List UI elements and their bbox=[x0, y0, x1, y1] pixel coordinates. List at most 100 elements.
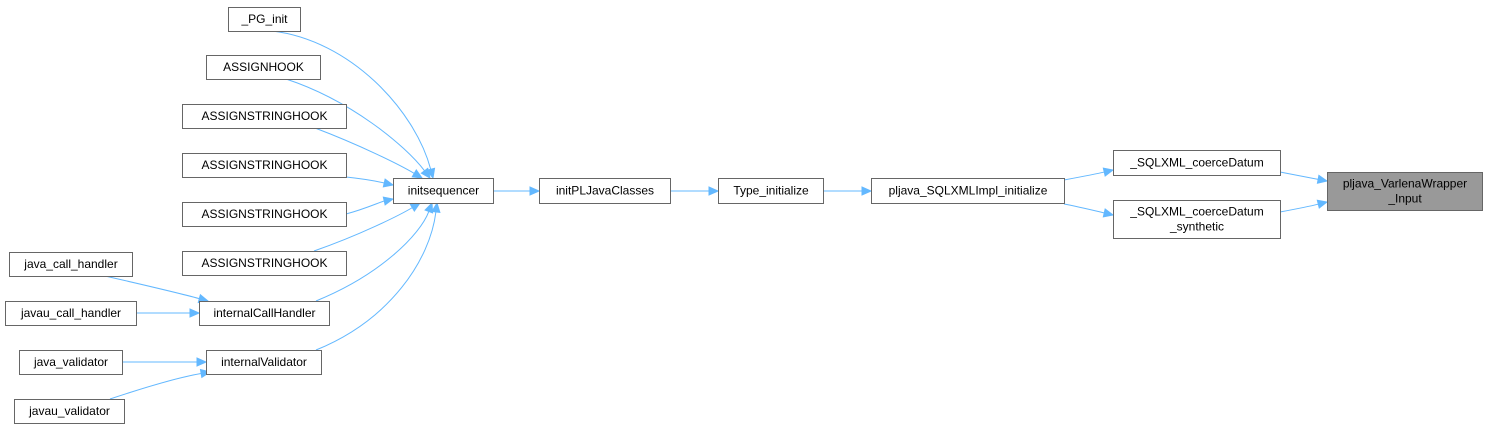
node-label: java_validator bbox=[33, 355, 108, 369]
node-box bbox=[182, 104, 347, 129]
arrowhead bbox=[420, 167, 431, 179]
node-assignstringhook-4[interactable]: ASSIGNSTRINGHOOK bbox=[182, 251, 347, 276]
arrowhead bbox=[409, 202, 422, 212]
node-label: javau_validator bbox=[28, 404, 110, 418]
node-label: _PG_init bbox=[240, 12, 288, 26]
edge-assignhook-to-initsequencer bbox=[285, 78, 431, 179]
edge-line bbox=[104, 275, 200, 300]
edge-line bbox=[313, 207, 413, 252]
node-assignhook[interactable]: ASSIGNHOOK bbox=[206, 55, 321, 80]
edge-java_validator-to-internal_validator bbox=[121, 357, 208, 367]
node-label: javau_call_handler bbox=[20, 306, 121, 320]
node-box bbox=[182, 251, 347, 276]
node-label: pljava_VarlenaWrapper bbox=[1343, 177, 1467, 191]
node-init-pljava-classes[interactable]: initPLJavaClasses bbox=[539, 178, 671, 204]
node-sqlxml-coerce-datum[interactable]: _SQLXML_coerceDatum bbox=[1113, 150, 1281, 176]
node-javau-validator[interactable]: javau_validator bbox=[14, 399, 125, 424]
node-box bbox=[182, 202, 347, 227]
node-assignstringhook-2[interactable]: ASSIGNSTRINGHOOK bbox=[182, 153, 347, 178]
edge-line bbox=[315, 211, 437, 351]
arrowhead bbox=[189, 308, 201, 318]
node-assignstringhook-3[interactable]: ASSIGNSTRINGHOOK bbox=[182, 202, 347, 227]
node-type-initialize[interactable]: Type_initialize bbox=[718, 178, 824, 204]
arrowhead bbox=[861, 186, 873, 196]
node-box bbox=[5, 301, 137, 326]
edge-line bbox=[345, 176, 385, 184]
node-label: ASSIGNSTRINGHOOK bbox=[201, 207, 327, 221]
edge-sqlxml_coerce_datum_synthetic-to-varlena_wrapper_input bbox=[1279, 199, 1329, 213]
node-label: Type_initialize bbox=[733, 184, 809, 198]
node-label: _Input bbox=[1387, 192, 1422, 206]
arrowhead bbox=[708, 186, 720, 196]
node-sqlxml-coerce-datum-synthetic[interactable]: _SQLXML_coerceDatum_synthetic bbox=[1113, 200, 1281, 239]
edge-line bbox=[345, 200, 385, 215]
node-initsequencer[interactable]: initsequencer bbox=[393, 178, 494, 204]
node-label: ASSIGNHOOK bbox=[223, 60, 304, 74]
edge-init_pljava_classes-to-type_initialize bbox=[670, 186, 720, 196]
edge-line bbox=[1279, 203, 1319, 213]
edge-assignstringhook_2-to-initsequencer bbox=[345, 176, 395, 188]
node-internal-validator[interactable]: internalValidator bbox=[206, 350, 322, 375]
node-label: initsequencer bbox=[408, 184, 479, 198]
node-label: _SQLXML_coerceDatum bbox=[1129, 156, 1263, 170]
node-label: internalValidator bbox=[221, 355, 307, 369]
node-label: initPLJavaClasses bbox=[556, 184, 654, 198]
arrowhead bbox=[431, 201, 441, 214]
node-assignstringhook-1[interactable]: ASSIGNSTRINGHOOK bbox=[182, 104, 347, 129]
node-box bbox=[539, 178, 671, 204]
edge-type_initialize-to-sqlxml_impl_initialize bbox=[823, 186, 873, 196]
node-box bbox=[206, 55, 321, 80]
edge-internal_validator-to-initsequencer bbox=[315, 201, 441, 351]
edge-internal_call_handler-to-initsequencer bbox=[315, 201, 434, 302]
node-pg-init[interactable]: _PG_init bbox=[228, 7, 301, 32]
edge-java_call_handler-to-internal_call_handler bbox=[104, 275, 210, 304]
node-box bbox=[1113, 200, 1281, 239]
arrowhead bbox=[1316, 199, 1329, 209]
node-varlena-wrapper-input[interactable]: pljava_VarlenaWrapper_Input bbox=[1327, 172, 1483, 211]
edge-sqlxml_impl_initialize-to-sqlxml_coerce_datum bbox=[1063, 167, 1115, 181]
arrowhead bbox=[382, 196, 395, 206]
node-sqlxml-impl-initialize[interactable]: pljava_SQLXMLImpl_initialize bbox=[871, 178, 1065, 204]
edge-line bbox=[271, 30, 432, 170]
edge-sqlxml_impl_initialize-to-sqlxml_coerce_datum_synthetic bbox=[1063, 203, 1115, 218]
arrowhead bbox=[196, 357, 208, 367]
arrowhead bbox=[1102, 167, 1115, 177]
node-box bbox=[1327, 172, 1483, 211]
edge-initsequencer-to-init_pljava_classes bbox=[493, 186, 541, 196]
node-java-call-handler[interactable]: java_call_handler bbox=[9, 252, 133, 277]
edge-javau_call_handler-to-internal_call_handler bbox=[136, 308, 201, 318]
arrowhead bbox=[1102, 208, 1115, 218]
node-label: pljava_SQLXMLImpl_initialize bbox=[889, 184, 1048, 198]
arrowhead bbox=[1316, 174, 1329, 184]
arrowhead bbox=[411, 169, 424, 179]
node-javau-call-handler[interactable]: javau_call_handler bbox=[5, 301, 137, 326]
node-box bbox=[199, 301, 330, 326]
node-label: ASSIGNSTRINGHOOK bbox=[201, 256, 327, 270]
node-label: ASSIGNSTRINGHOOK bbox=[201, 158, 327, 172]
edge-assignstringhook_3-to-initsequencer bbox=[345, 196, 395, 215]
node-label: java_call_handler bbox=[23, 257, 117, 271]
node-box bbox=[1113, 150, 1281, 176]
node-box bbox=[9, 252, 133, 277]
node-label: _synthetic bbox=[1169, 220, 1224, 234]
edge-line bbox=[109, 373, 202, 400]
node-box bbox=[718, 178, 824, 204]
node-box bbox=[182, 153, 347, 178]
arrowhead bbox=[382, 178, 395, 188]
node-internal-call-handler[interactable]: internalCallHandler bbox=[199, 301, 330, 326]
edge-line bbox=[1063, 203, 1105, 214]
node-label: ASSIGNSTRINGHOOK bbox=[201, 109, 327, 123]
node-label: _SQLXML_coerceDatum bbox=[1129, 205, 1263, 219]
edge-line bbox=[315, 211, 430, 302]
arrowhead bbox=[424, 201, 434, 214]
edge-line bbox=[1063, 171, 1105, 181]
node-label: internalCallHandler bbox=[213, 306, 315, 320]
arrowhead bbox=[529, 186, 541, 196]
node-java-validator[interactable]: java_validator bbox=[19, 350, 123, 375]
edges-layer bbox=[104, 30, 1329, 400]
node-box bbox=[228, 7, 301, 32]
edge-sqlxml_coerce_datum-to-varlena_wrapper_input bbox=[1279, 171, 1329, 184]
edge-assignstringhook_1-to-initsequencer bbox=[314, 127, 424, 179]
